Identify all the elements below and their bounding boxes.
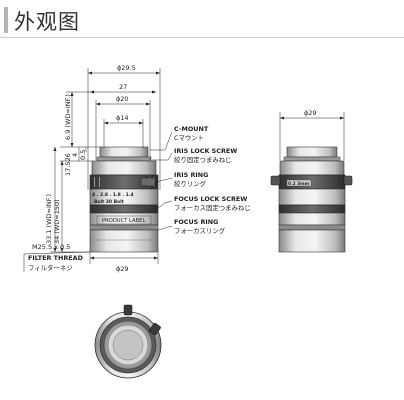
header-divider [0, 37, 404, 38]
lower-barrel [89, 229, 159, 253]
page-title: 外观图 [14, 10, 80, 34]
dim-thread: M25.5 x 0.5 [32, 243, 70, 251]
dim-4: 4 [71, 153, 79, 157]
callout-focus-lock-en: FOCUS LOCK SCREW [174, 195, 247, 203]
callout-iris-ring-jp: 絞りリング [174, 179, 207, 188]
end-screw-top [123, 304, 133, 316]
dim-phi-29-bottom: ϕ29 [116, 265, 129, 273]
dim-phi-14: ϕ14 [116, 114, 129, 122]
scale-focus-text: Bolt 30 Bolt [94, 199, 125, 205]
callout-iris-lock-en: IRIS LOCK SCREW [174, 147, 237, 155]
product-label-text: PRODUCT LABEL [102, 218, 145, 224]
side-view [270, 146, 353, 253]
dim-6-9-wd: 6.9 (WD=INF.) [64, 94, 72, 140]
callout-iris-ring-en: IRIS RING [174, 171, 208, 179]
dim-phi-29-5: ϕ29.5 [117, 64, 136, 72]
dim-33-1-wd: 33.1 (WD=INF.) [45, 194, 53, 244]
callout-focus-ring-en: FOCUS RING [174, 218, 218, 226]
filter-thread-jp: フィルターネジ [28, 263, 73, 272]
filter-thread-en: FILTER THREAD [28, 254, 83, 262]
dim-27: 27 [119, 83, 127, 91]
dim-34-wd: 34 (WD=150) [53, 199, 61, 244]
side-screw-left [270, 175, 281, 186]
scale-iris-text: 4 . 2.8 . 1.8 . 1.4 [92, 192, 134, 198]
callout-focus-lock-jp: フォーカス固定つまみねじ [174, 203, 251, 212]
callout-c-mount-en: C-MOUNT [174, 125, 209, 133]
iris-lock-screw [140, 177, 156, 187]
side-screw-right [343, 175, 353, 186]
upper-barrel [91, 160, 157, 176]
arrowheads [53, 71, 160, 260]
side-scale-text: 0.2 3mm [288, 181, 310, 187]
page-header: 外观图 [0, 0, 404, 40]
dim-phi-20: ϕ20 [116, 95, 129, 103]
c-mount [99, 146, 149, 158]
end-screw-right [149, 322, 161, 336]
side-dim-phi-29: ϕ29 [304, 109, 317, 117]
end-view [94, 304, 162, 379]
focus-ring [89, 204, 159, 214]
callout-leaders [150, 131, 173, 231]
header-accent-bar [4, 7, 8, 33]
front-dimension-lines [50, 68, 161, 264]
dim-17-526: 17.526 [64, 153, 72, 176]
side-dimension-lines [279, 112, 345, 160]
callout-focus-ring-jp: フォーカスリング [174, 226, 226, 235]
callout-iris-lock-jp: 絞り固定つまみねじ [174, 155, 232, 164]
dim-0-5: 0.5 [79, 150, 87, 160]
front-view [89, 146, 159, 253]
callout-c-mount-jp: Cマウント [174, 134, 204, 142]
